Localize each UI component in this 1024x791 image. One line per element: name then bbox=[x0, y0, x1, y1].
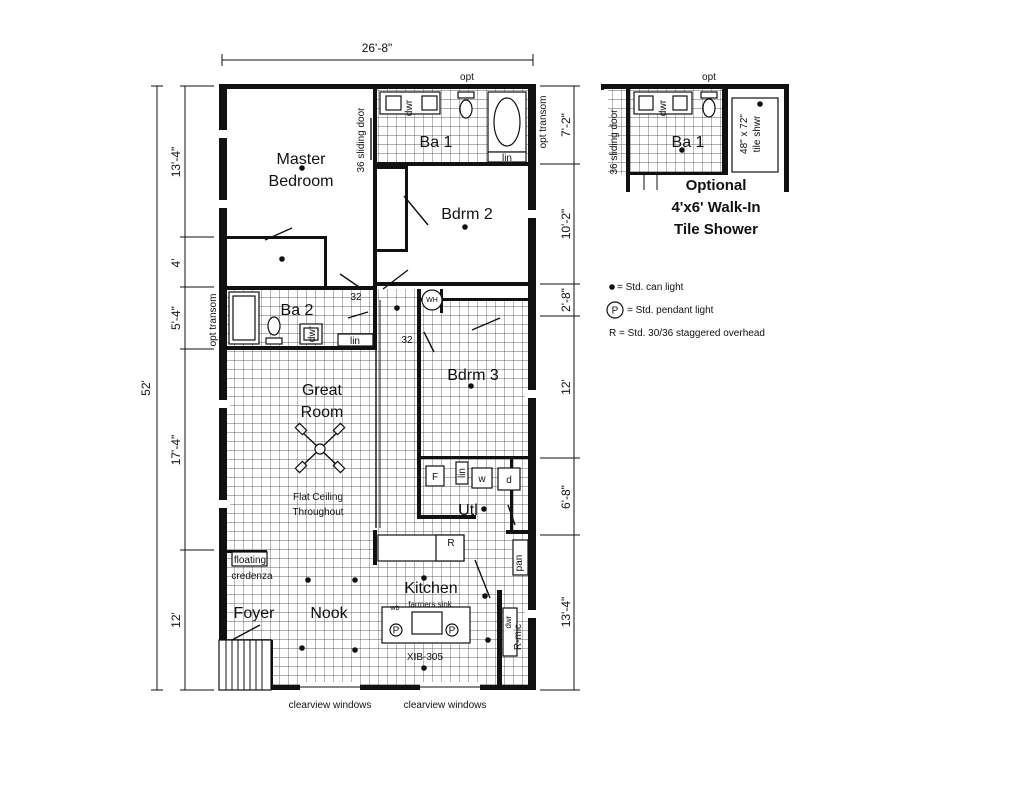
door-swings bbox=[231, 118, 516, 641]
door-width-label: 32 bbox=[350, 292, 362, 303]
sliding-door-label: 36 sliding door bbox=[356, 107, 367, 173]
room-bdrm2: Bdrm 2 bbox=[441, 206, 493, 223]
legend-can-light: = Std. can light bbox=[617, 282, 684, 293]
right-dim: 10'-2" bbox=[559, 209, 573, 240]
right-dim: 12' bbox=[559, 379, 573, 395]
room-master: Master bbox=[277, 151, 327, 168]
clearview-windows-label: clearview windows bbox=[289, 700, 372, 711]
lin-label: lin bbox=[502, 153, 512, 164]
lin-label: lin bbox=[350, 336, 360, 347]
room-nook: Nook bbox=[310, 605, 348, 622]
lin-label: lin bbox=[457, 468, 468, 478]
door-width-label: 32 bbox=[401, 335, 413, 346]
legend-pendant-symbol: P bbox=[612, 306, 619, 317]
pendant-lights: P P bbox=[389, 623, 459, 637]
right-dim: 2'-8" bbox=[559, 288, 573, 312]
dryer-label: d bbox=[506, 475, 512, 486]
opt-transom-label: opt transom bbox=[538, 96, 549, 149]
farmers-sink-label: farmers sink bbox=[408, 600, 453, 609]
right-dim: 7'-2" bbox=[559, 113, 573, 137]
opt-transom-label: opt transom bbox=[208, 294, 219, 347]
entry-steps bbox=[218, 639, 272, 691]
shower-type-label: tile shwr bbox=[752, 115, 763, 152]
inset-dwr-label: dwr bbox=[658, 99, 669, 116]
wb-label: wb bbox=[390, 605, 400, 612]
range-microwave-label: R-mic bbox=[513, 624, 524, 650]
legend-pendant-light: = Std. pendant light bbox=[627, 305, 714, 316]
annotations: opt 36 sliding door opt transom opt tran… bbox=[208, 72, 549, 711]
inset-title: Optional bbox=[686, 177, 747, 194]
room-kitchen: Kitchen bbox=[404, 580, 457, 597]
right-dim: 6'-8" bbox=[559, 485, 573, 509]
ceiling-fan-icon bbox=[294, 422, 346, 474]
opt-label: opt bbox=[460, 72, 474, 83]
left-dim: 12' bbox=[169, 612, 183, 628]
inset-title-line2: 4'x6' Walk-In bbox=[671, 199, 760, 216]
room-utl: Utl bbox=[458, 502, 478, 519]
washer-label: w bbox=[477, 474, 486, 485]
inset-title-line3: Tile Shower bbox=[674, 221, 758, 238]
inset-sliding-door-label: 36 sliding door bbox=[609, 109, 620, 175]
left-dim: 17'-4" bbox=[169, 435, 183, 466]
overall-width: 26'-8" bbox=[362, 41, 393, 55]
floating-label: floating bbox=[234, 555, 266, 566]
room-ba2: Ba 2 bbox=[281, 302, 314, 319]
room-ba1: Ba 1 bbox=[420, 134, 453, 151]
legend: = Std. can light P = Std. pendant light … bbox=[606, 282, 765, 339]
water-heater-label: WH bbox=[426, 297, 438, 304]
inset-opt-label: opt bbox=[702, 72, 716, 83]
room-master-line2: Bedroom bbox=[269, 173, 334, 190]
left-dim: 5'-4" bbox=[169, 306, 183, 330]
dwr-label: dwr bbox=[504, 615, 513, 628]
freezer-label: F bbox=[432, 472, 438, 483]
room-foyer: Foyer bbox=[234, 605, 276, 622]
shower-size-label: 48" x 72" bbox=[739, 114, 750, 154]
credenza-label: credenza bbox=[231, 571, 273, 582]
fixtures bbox=[218, 91, 529, 691]
legend-overhead: R = Std. 30/36 staggered overhead bbox=[609, 328, 765, 339]
outer-walls bbox=[216, 84, 539, 693]
pantry-label: pan bbox=[514, 555, 525, 572]
room-bdrm3: Bdrm 3 bbox=[447, 367, 499, 384]
room-great: Great bbox=[302, 382, 343, 399]
dwr-label: dwr bbox=[307, 325, 318, 342]
flat-ceiling-label: Flat Ceiling bbox=[293, 492, 343, 503]
room-labels: Master Bedroom Ba 1 Bdrm 2 Ba 2 Bdrm 3 G… bbox=[234, 134, 499, 622]
pendant-label: P bbox=[393, 626, 400, 637]
range-label: R bbox=[447, 538, 454, 549]
optional-shower-inset: opt 36 sliding door dwr Ba 1 48" x 72" t… bbox=[601, 72, 789, 238]
model-number: XIB-305 bbox=[407, 652, 444, 663]
dwr-label: dwr bbox=[404, 99, 415, 116]
room-great-line2: Room bbox=[301, 404, 344, 421]
inset-ba1: Ba 1 bbox=[672, 134, 705, 151]
right-dim: 13'-4" bbox=[559, 597, 573, 628]
left-dim: 13'-4" bbox=[169, 147, 183, 178]
dimension-labels: 26'-8" 52' 13'-4" 4' 5'-4" 17'-4" 12' 7'… bbox=[139, 41, 573, 628]
overall-length: 52' bbox=[139, 380, 153, 396]
clearview-windows-label: clearview windows bbox=[404, 700, 487, 711]
pendant-label: P bbox=[449, 626, 456, 637]
can-lights bbox=[279, 165, 491, 671]
dimension-lines bbox=[151, 54, 580, 691]
interior-walls bbox=[227, 89, 528, 690]
left-dim: 4' bbox=[169, 259, 183, 268]
flat-ceiling-label-line2: Throughout bbox=[292, 507, 343, 518]
